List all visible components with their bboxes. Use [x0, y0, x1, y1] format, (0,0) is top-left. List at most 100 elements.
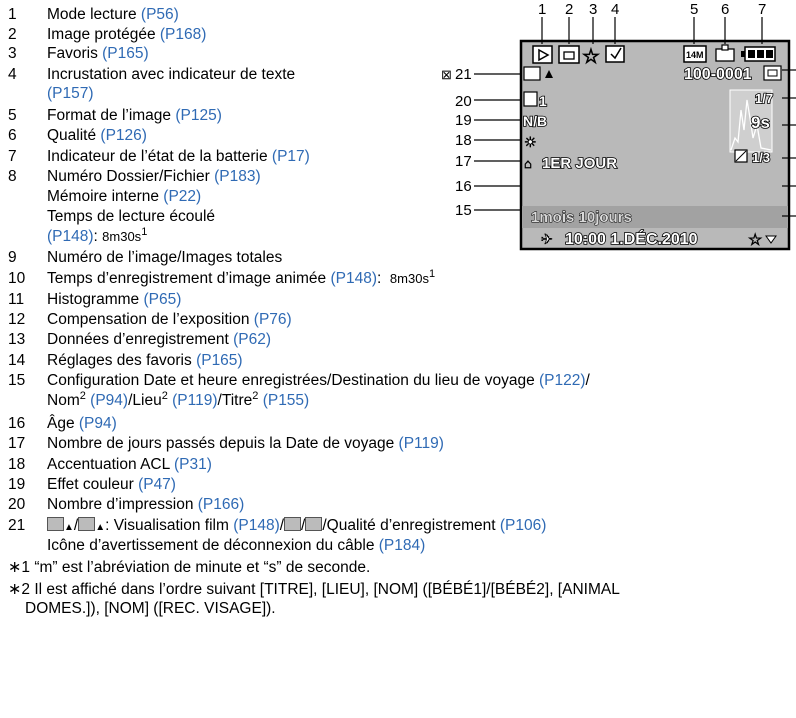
quality-icon	[715, 44, 735, 62]
favorite-star-icon: ☆	[582, 46, 600, 68]
item-text: Mémoire interne (P22)	[47, 188, 202, 205]
right-callout-ticks	[782, 69, 796, 217]
page-ref[interactable]: (P155)	[262, 392, 310, 409]
footnote-1: ∗1 “m” est l’abréviation de minute et “s…	[8, 559, 371, 576]
item-number: 4	[8, 66, 17, 83]
item-text: Réglages des favoris (P165)	[47, 352, 243, 369]
exposure-icon	[734, 149, 748, 163]
page-ref[interactable]: (P157)	[47, 85, 94, 102]
page-ref[interactable]: (P122)	[539, 372, 586, 389]
cable-warning-icon: ⊠	[441, 67, 452, 82]
item-text: (P157)	[47, 85, 94, 103]
movie-vga-icon	[284, 517, 302, 531]
travel-day-label: 1ER JOUR	[542, 155, 617, 172]
page-ref[interactable]: (P166)	[197, 496, 245, 513]
item-text: Mode lecture (P56)	[47, 6, 179, 23]
item-number: 21	[8, 517, 26, 534]
favorite-arrow-icon	[765, 235, 777, 244]
page-ref[interactable]: (P119)	[398, 435, 444, 452]
item-text: Nombre d’impression (P166)	[47, 496, 245, 513]
page-ref[interactable]: (P56)	[140, 6, 179, 23]
item-number: 15	[8, 372, 26, 389]
item-text: Numéro de l’image/Images totales	[47, 249, 283, 266]
footnote-2-cont: DOMES.]), [NOM] ([REC. VISAGE]).	[25, 600, 276, 617]
page-ref[interactable]: (P184)	[378, 537, 426, 554]
item-number: 7	[8, 148, 17, 165]
movie-vga-icon	[47, 517, 64, 531]
item-number: 3	[8, 45, 17, 62]
item-number: 8	[8, 168, 17, 185]
page-ref[interactable]: (P65)	[143, 291, 182, 308]
item-text: Favoris (P165)	[47, 45, 149, 62]
item-text: Temps d’enregistrement d’image animée (P…	[47, 268, 436, 287]
page-ref[interactable]: (P76)	[253, 311, 292, 328]
svg-text:18: 18	[455, 132, 472, 149]
page-ref[interactable]: (P168)	[159, 26, 207, 43]
item-text: Numéro Dossier/Fichier (P183)	[47, 168, 261, 185]
svg-text:20: 20	[455, 93, 472, 110]
page-ref[interactable]: (P148)	[233, 517, 280, 534]
page-ref[interactable]: (P94)	[78, 415, 117, 432]
item-number: 9	[8, 249, 17, 266]
item-text: Compensation de l’exposition (P76)	[47, 311, 292, 328]
internal-memory-icon	[763, 65, 782, 81]
page-ref[interactable]: (P94)	[90, 392, 129, 409]
lcd-screen	[519, 39, 791, 251]
svg-text:19: 19	[455, 112, 472, 129]
page-ref[interactable]: (P62)	[233, 331, 272, 348]
page-ref[interactable]: (P17)	[271, 148, 310, 165]
page-ref[interactable]: (P22)	[163, 188, 202, 205]
page-ref[interactable]: (P165)	[102, 45, 149, 62]
item-number: 12	[8, 311, 26, 328]
picture-size-icon: 14M	[683, 45, 707, 63]
movie-quality-icon	[523, 66, 553, 81]
item-text: Indicateur de l’état de la batterie (P17…	[47, 148, 310, 165]
movie-hd-icon	[305, 517, 323, 531]
favorite-setting-icon: ☆	[748, 232, 762, 249]
item-text: Format de l’image (P125)	[47, 107, 222, 124]
page-ref[interactable]: (P47)	[138, 476, 176, 493]
page-ref[interactable]: (P119)	[172, 392, 218, 409]
svg-text:3: 3	[589, 1, 597, 18]
item-text: Configuration Date et heure enregistrées…	[47, 372, 590, 389]
item-text: Icône d’avertissement de déconnexion du …	[47, 537, 426, 554]
histogram-graph	[730, 99, 772, 151]
travel-date-icon: ✈	[541, 231, 553, 247]
svg-text:14M: 14M	[686, 50, 704, 60]
item-text: Temps de lecture écoulé	[47, 208, 216, 225]
play-mode-icon	[532, 45, 553, 64]
page-ref[interactable]: (P165)	[196, 352, 243, 369]
svg-text:1: 1	[539, 93, 547, 109]
page-ref[interactable]: (P183)	[214, 168, 261, 185]
page-ref[interactable]: (P148)	[330, 270, 377, 287]
item-text: Âge (P94)	[47, 415, 117, 432]
exposure-value: 1/3	[752, 150, 770, 165]
histogram-box	[729, 89, 773, 153]
svg-text:1: 1	[538, 1, 546, 18]
file-number: 100-0001	[684, 66, 752, 83]
page-ref[interactable]: (P125)	[175, 107, 222, 124]
top-callouts: 1 2 3 4 5 6 7	[538, 1, 766, 44]
page-ref[interactable]: (P126)	[100, 127, 147, 144]
item-number: 14	[8, 352, 26, 369]
svg-text:17: 17	[455, 153, 472, 170]
item-text: Accentuation ACL (P31)	[47, 456, 212, 473]
left-callouts: ⊠ 21 20 19 18 17 16 15	[441, 66, 520, 219]
movie-hd-icon	[78, 517, 96, 531]
svg-text:21: 21	[455, 66, 472, 83]
item-text: (P148): 8m30s1	[47, 226, 148, 245]
item-number: 11	[8, 291, 25, 308]
item-text: Données d’enregistrement (P62)	[47, 331, 272, 348]
item-text: Nom2 (P94)/Lieu2 (P119)/Titre2 (P155)	[47, 390, 310, 409]
svg-text:15: 15	[455, 202, 472, 219]
svg-text:6: 6	[721, 1, 729, 18]
print-count-icon: 1	[523, 91, 548, 110]
datetime-label: 10:00 1.DÉC.2010	[565, 229, 698, 248]
page-ref[interactable]: (P148)	[47, 228, 94, 245]
page-ref[interactable]: (P31)	[173, 456, 212, 473]
item-number: 13	[8, 331, 26, 348]
item-text: Effet couleur (P47)	[47, 476, 176, 493]
protect-icon	[558, 45, 580, 64]
svg-text:2: 2	[565, 1, 573, 18]
page-ref[interactable]: (P106)	[499, 517, 547, 534]
